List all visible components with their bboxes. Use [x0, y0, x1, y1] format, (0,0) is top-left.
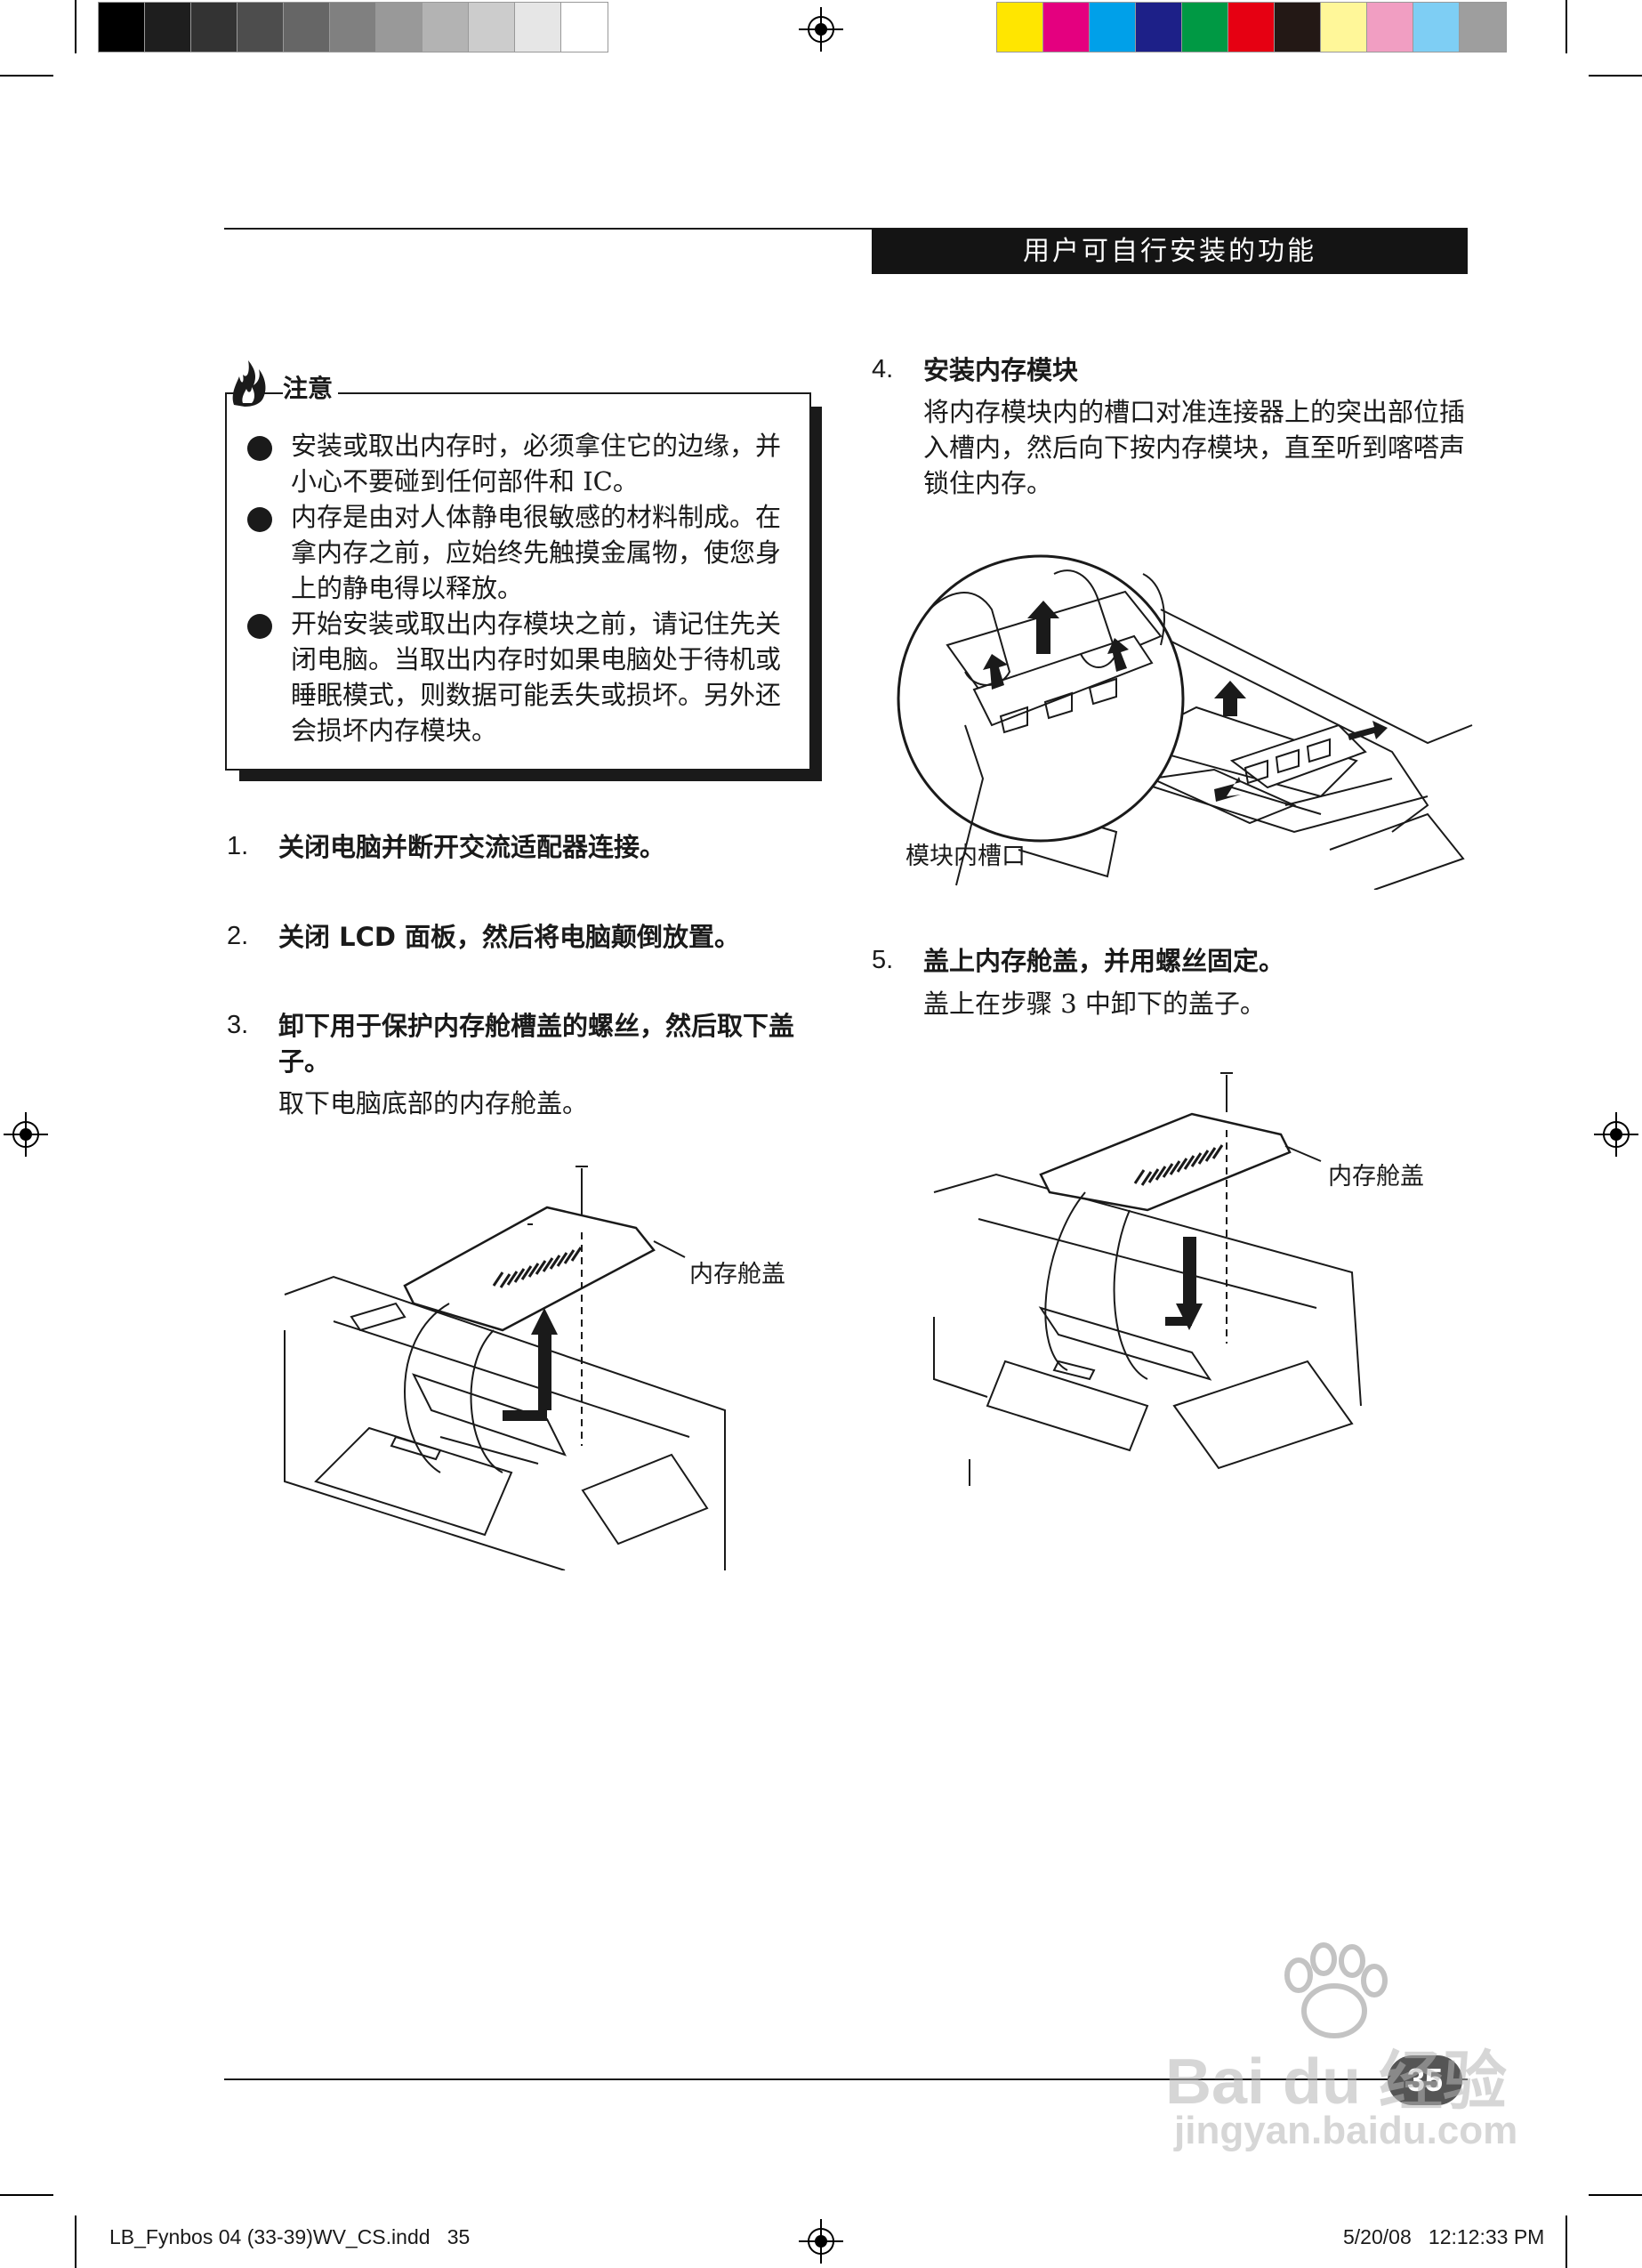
gray-swatch: [468, 2, 516, 52]
step-title: 安装内存模块: [923, 355, 1079, 385]
step-number: 1.: [227, 832, 249, 860]
step-number: 2.: [227, 922, 249, 950]
gray-swatch: [283, 2, 331, 52]
caution-box: [225, 392, 811, 771]
footer-rule: [224, 2078, 1468, 2080]
color-swatch: [1089, 2, 1137, 52]
gray-swatch: [422, 2, 470, 52]
figure-replace-memory-cover: [933, 1072, 1362, 1486]
gray-swatch: [329, 2, 377, 52]
page-number: 35: [1388, 2055, 1462, 2105]
section-title: 用户可自行安装的功能: [872, 229, 1468, 274]
color-swatch: [1042, 2, 1091, 52]
step-body: 取下电脑底部的内存舱盖。: [278, 1088, 589, 1118]
caution-item: 安装或取出内存时，必须拿住它的边缘，并小心不要碰到任何部件和 IC。: [291, 431, 782, 496]
step-number: 3.: [227, 1011, 249, 1039]
crop-mark: [0, 75, 53, 77]
color-swatch: [1459, 2, 1507, 52]
gray-swatch: [514, 2, 562, 52]
gray-swatch: [98, 2, 146, 52]
registration-mark-icon: [4, 1112, 48, 1157]
registration-mark-icon: [1594, 1112, 1638, 1157]
caution-title: 注意: [283, 369, 339, 405]
color-swatch: [996, 2, 1044, 52]
memory-cover-label: 内存舱盖: [1328, 1163, 1424, 1190]
crop-mark: [1589, 2194, 1642, 2196]
registration-mark-icon: [799, 7, 843, 52]
crop-mark: [75, 2216, 76, 2268]
step-body: 将内存模块内的槽口对准连接器上的突出部位插入槽内，然后向下按内存模块，直至听到喀…: [923, 397, 1466, 498]
step-number: 5.: [872, 946, 894, 974]
figure-install-memory-module: [897, 554, 1473, 890]
header-rule: [224, 228, 1468, 230]
crop-mark: [0, 2194, 53, 2196]
footer-timestamp: 5/20/08 12:12:33 PM: [1343, 2225, 1545, 2248]
color-swatch: [1320, 2, 1368, 52]
caution-flame-hand-icon: [232, 360, 266, 407]
watermark-brand: Bai du 经验: [1165, 2046, 1508, 2118]
crop-mark: [1566, 0, 1567, 53]
baidu-paw-icon: [1284, 1942, 1388, 2038]
color-swatch: [1227, 2, 1276, 52]
watermark-url: jingyan.baidu.com: [1174, 2109, 1518, 2152]
color-swatch: [1181, 2, 1229, 52]
step-title: 盖上内存舱盖，并用螺丝固定。: [923, 946, 1285, 976]
step-number: 4.: [872, 355, 894, 383]
caution-item: 内存是由对人体静电很敏感的材料制成。在拿内存之前，应始终先触摸金属物，使您身上的…: [291, 502, 782, 603]
memory-cover-label: 内存舱盖: [689, 1261, 785, 1288]
step-title: 关闭电脑并断开交流适配器连接。: [278, 832, 666, 862]
figure-remove-memory-cover: [284, 1166, 726, 1570]
footer-filename: LB_Fynbos 04 (33-39)WV_CS.indd 35: [109, 2225, 471, 2248]
crop-mark: [75, 0, 76, 53]
gray-swatch: [144, 2, 192, 52]
gray-swatch: [560, 2, 608, 52]
module-notch-label: 模块内槽口: [906, 843, 1026, 870]
color-swatch: [1413, 2, 1461, 52]
step-title: 卸下用于保护内存舱槽盖的螺丝，然后取下盖子。: [278, 1011, 795, 1077]
color-swatch: [1135, 2, 1183, 52]
bullet-icon: [247, 614, 272, 639]
step-title: 关闭 LCD 面板，然后将电脑颠倒放置。: [278, 922, 741, 952]
bullet-icon: [247, 436, 272, 461]
caution-item: 开始安装或取出内存模块之前，请记住先关闭电脑。当取出内存时如果电脑处于待机或睡眠…: [291, 609, 782, 746]
color-swatch: [1274, 2, 1322, 52]
crop-mark: [1566, 2216, 1567, 2268]
gray-swatch: [237, 2, 285, 52]
crop-mark: [1589, 75, 1642, 77]
registration-mark-icon: [799, 2219, 843, 2264]
bullet-icon: [247, 507, 272, 532]
color-swatch: [1366, 2, 1414, 52]
step-body: 盖上在步骤 3 中卸下的盖子。: [923, 989, 1266, 1019]
gray-swatch: [190, 2, 238, 52]
gray-swatch: [375, 2, 423, 52]
